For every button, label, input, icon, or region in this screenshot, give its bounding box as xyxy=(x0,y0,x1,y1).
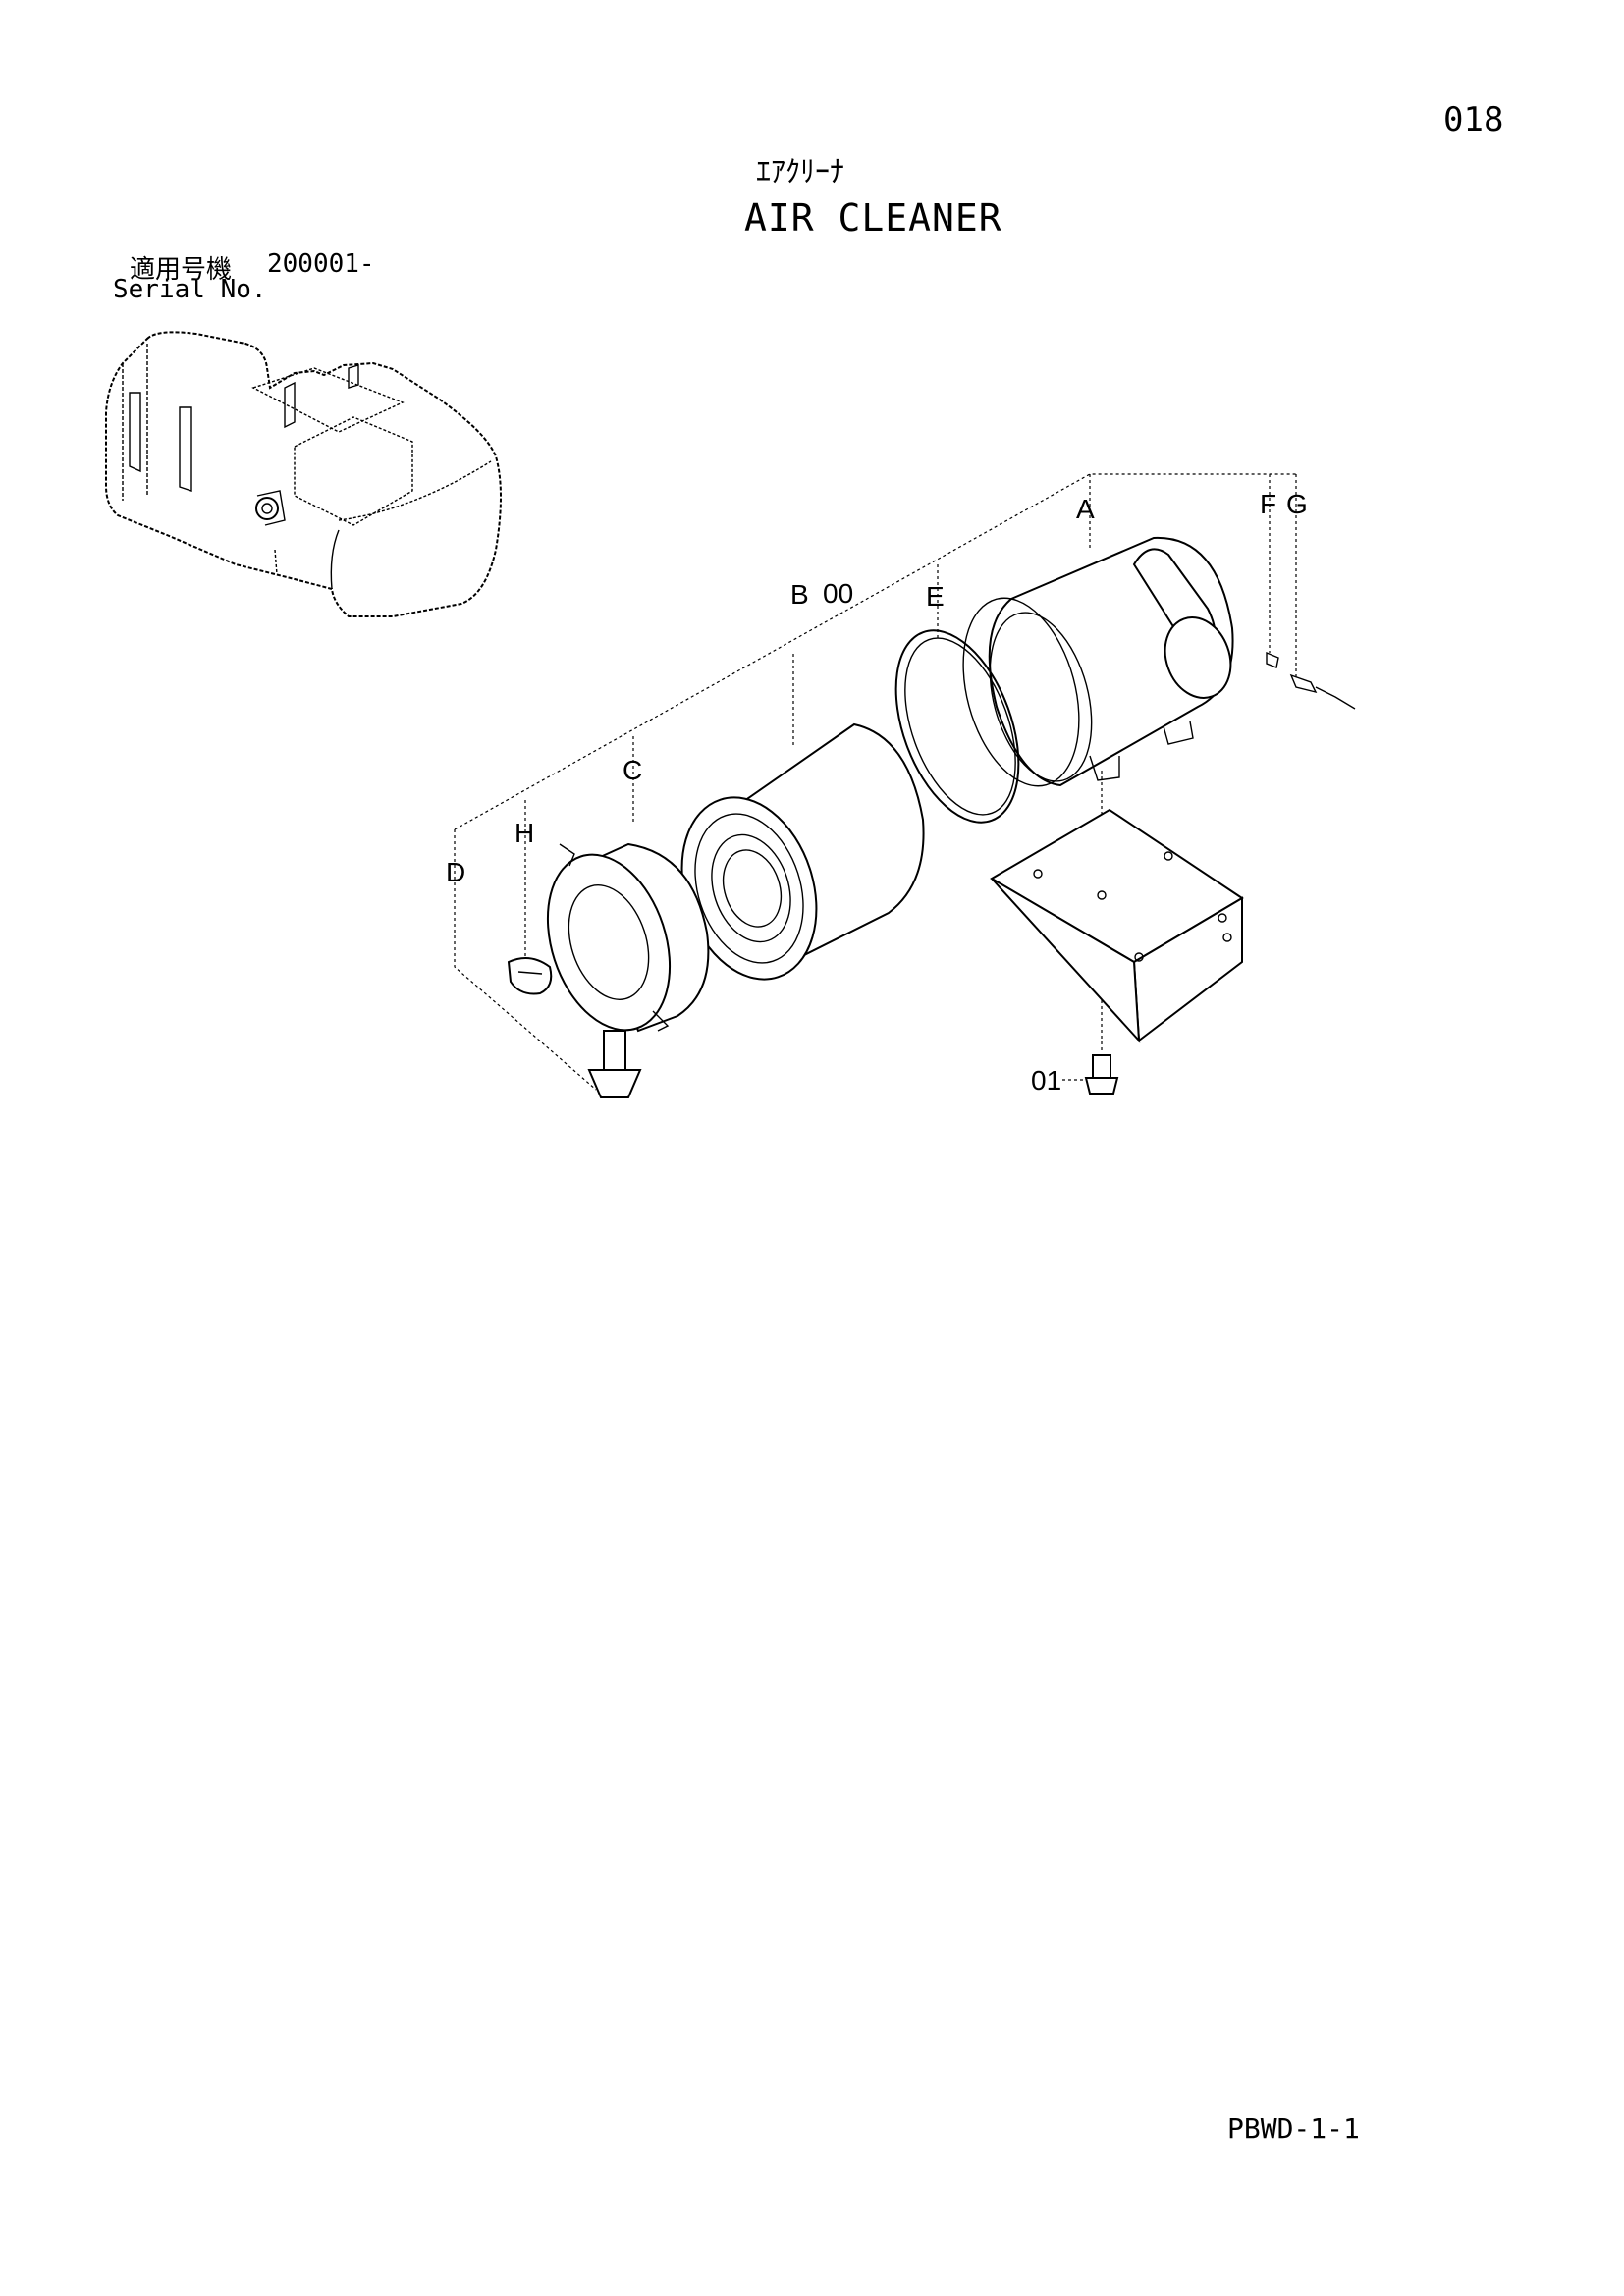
callout-g: G xyxy=(1286,489,1308,519)
page-title-jp: ｴｱｸﾘｰﾅ xyxy=(756,155,844,189)
indicator-tag-part xyxy=(507,957,553,995)
callout-assembly-00: 00 xyxy=(823,578,853,609)
callout-e: E xyxy=(926,581,945,612)
callout-h: H xyxy=(514,818,534,848)
serial-label-jp: 適用号機 xyxy=(130,255,233,285)
o-ring-part xyxy=(894,629,1020,824)
callout-f: F xyxy=(1260,489,1276,519)
callout-leader-lines xyxy=(454,473,1297,1091)
callout-bolt-01: 01 xyxy=(1031,1065,1061,1095)
air-cleaner-body-part xyxy=(962,536,1356,787)
callout-c: C xyxy=(623,755,642,785)
machine-location-illustration xyxy=(105,331,502,617)
document-code: PBWD-1-1 xyxy=(1227,2112,1360,2145)
bracket-part xyxy=(990,808,1244,1043)
callout-b: B xyxy=(790,579,809,610)
serial-label-en: Serial No. xyxy=(113,275,267,304)
callout-labels: A B C D E F G H 00 01 xyxy=(446,489,1308,1095)
page-title: AIR CLEANER xyxy=(744,196,1002,240)
cover-part xyxy=(546,842,710,1098)
bolt-part xyxy=(1084,1054,1119,1095)
callout-a: A xyxy=(1076,494,1095,524)
callout-d: D xyxy=(446,857,465,887)
page-number: 018 xyxy=(1443,100,1504,139)
serial-number-value: 200001- xyxy=(267,249,375,279)
